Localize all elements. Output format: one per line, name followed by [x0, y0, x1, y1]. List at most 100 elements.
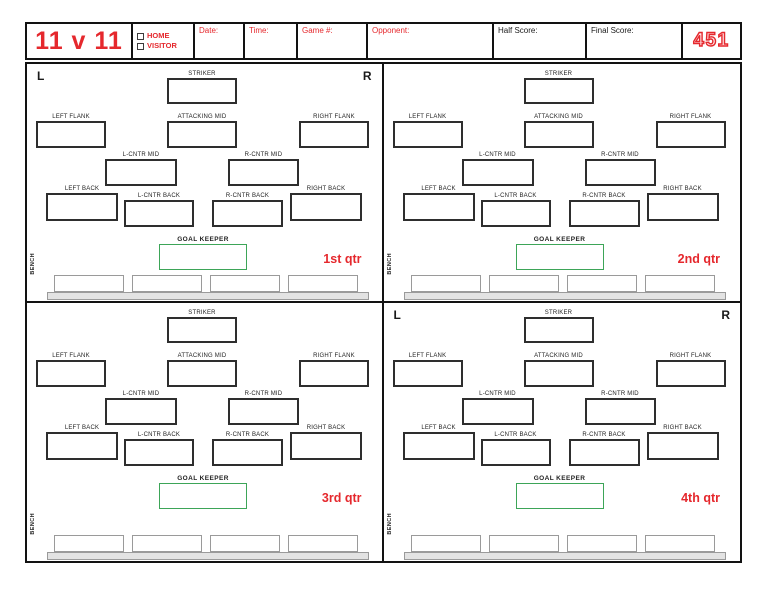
position-box	[392, 360, 463, 387]
position-right-flank: RIGHT FLANK	[655, 352, 726, 387]
visitor-checkbox	[137, 42, 144, 50]
position-striker: STRIKER	[523, 309, 594, 343]
position-box	[392, 121, 463, 148]
position-r-cntr-back: R-CNTR BACK	[212, 431, 283, 466]
position-l-cntr-mid: L-CNTR MID	[105, 151, 177, 186]
final-score-field: Final Score:	[585, 24, 681, 58]
position-label: RIGHT BACK	[663, 425, 702, 431]
position-r-cntr-mid: R-CNTR MID	[228, 151, 299, 186]
bench-tray	[47, 292, 369, 300]
bench-row	[410, 275, 715, 292]
bench-slot	[566, 275, 637, 292]
position-box	[105, 398, 177, 425]
bench-label: BENCH	[30, 513, 36, 535]
position-l-cntr-back: L-CNTR BACK	[480, 431, 551, 466]
position-goal-keeper: GOAL KEEPER	[515, 236, 604, 270]
position-box	[212, 439, 283, 466]
position-label: LEFT FLANK	[408, 353, 447, 359]
position-left-back: LEFT BACK	[46, 424, 118, 460]
position-box	[124, 439, 194, 466]
position-box	[212, 200, 283, 227]
position-box	[480, 200, 551, 227]
half-score-label: Half Score:	[498, 26, 538, 35]
position-left-flank: LEFT FLANK	[36, 352, 106, 387]
position-right-flank: RIGHT FLANK	[299, 113, 369, 148]
position-box	[402, 193, 475, 221]
bench-row	[54, 535, 358, 552]
position-box	[515, 244, 604, 270]
position-label: ATTACKING MID	[177, 114, 227, 120]
position-box	[584, 398, 656, 425]
position-label: LEFT FLANK	[52, 353, 90, 359]
position-box	[568, 200, 640, 227]
position-label: L-CNTR MID	[479, 152, 516, 158]
position-left-flank: LEFT FLANK	[392, 352, 463, 387]
bench-label: BENCH	[386, 513, 393, 535]
position-label: LEFT FLANK	[408, 114, 447, 120]
position-box	[480, 439, 551, 466]
position-label: L-CNTR BACK	[494, 193, 537, 199]
bench-slot	[210, 535, 280, 552]
bench-tray	[403, 292, 726, 300]
position-box	[523, 317, 594, 343]
position-box	[402, 432, 475, 460]
position-box	[167, 121, 237, 148]
bench-slot	[566, 535, 637, 552]
position-label: R-CNTR BACK	[225, 193, 270, 199]
position-r-cntr-back: R-CNTR BACK	[568, 192, 640, 227]
position-label: STRIKER	[188, 310, 216, 316]
position-box	[290, 193, 362, 221]
left-side-marker: L	[37, 69, 45, 83]
right-side-marker: R	[721, 308, 730, 322]
position-r-cntr-mid: R-CNTR MID	[584, 390, 656, 425]
sheet-title-cell: 11 v 11	[27, 24, 131, 58]
position-label: RIGHT FLANK	[313, 353, 355, 359]
page-number-cell: 451	[681, 24, 740, 58]
position-box	[523, 360, 594, 387]
position-box	[167, 317, 237, 343]
position-label: L-CNTR MID	[122, 391, 160, 397]
position-goal-keeper: GOAL KEEPER	[159, 475, 247, 509]
position-label: STRIKER	[544, 71, 573, 77]
position-box	[568, 439, 640, 466]
position-label: RIGHT BACK	[663, 186, 702, 192]
bench-slot	[288, 275, 358, 292]
position-label: RIGHT BACK	[306, 186, 346, 192]
game-number-label: Game #:	[302, 26, 333, 35]
position-striker: STRIKER	[167, 309, 237, 343]
position-label: RIGHT FLANK	[313, 114, 355, 120]
position-r-cntr-mid: R-CNTR MID	[228, 390, 299, 425]
bench-slot	[132, 535, 202, 552]
bench-label: BENCH	[386, 253, 393, 275]
position-label: RIGHT FLANK	[669, 353, 712, 359]
bench-slot	[132, 275, 202, 292]
position-box	[290, 432, 362, 460]
position-label: L-CNTR BACK	[494, 432, 537, 438]
position-label: LEFT BACK	[421, 425, 456, 431]
position-label: STRIKER	[544, 310, 573, 316]
position-label: R-CNTR MID	[244, 152, 283, 158]
position-box	[228, 398, 299, 425]
position-label: LEFT BACK	[64, 425, 100, 431]
bench-slot	[488, 275, 559, 292]
position-box	[228, 159, 299, 186]
position-label: GOAL KEEPER	[533, 475, 586, 482]
visitor-label: VISITOR	[147, 41, 177, 50]
right-side-marker: R	[362, 69, 372, 83]
position-box	[299, 121, 369, 148]
quarter-label: 2nd qtr	[677, 252, 720, 266]
position-box	[36, 360, 106, 387]
position-l-cntr-back: L-CNTR BACK	[480, 192, 551, 227]
final-score-label: Final Score:	[591, 26, 634, 35]
bench-tray	[47, 552, 369, 560]
position-label: GOAL KEEPER	[177, 236, 229, 243]
position-label: R-CNTR BACK	[582, 432, 626, 438]
position-right-back: RIGHT BACK	[646, 185, 719, 221]
position-box	[461, 398, 534, 425]
